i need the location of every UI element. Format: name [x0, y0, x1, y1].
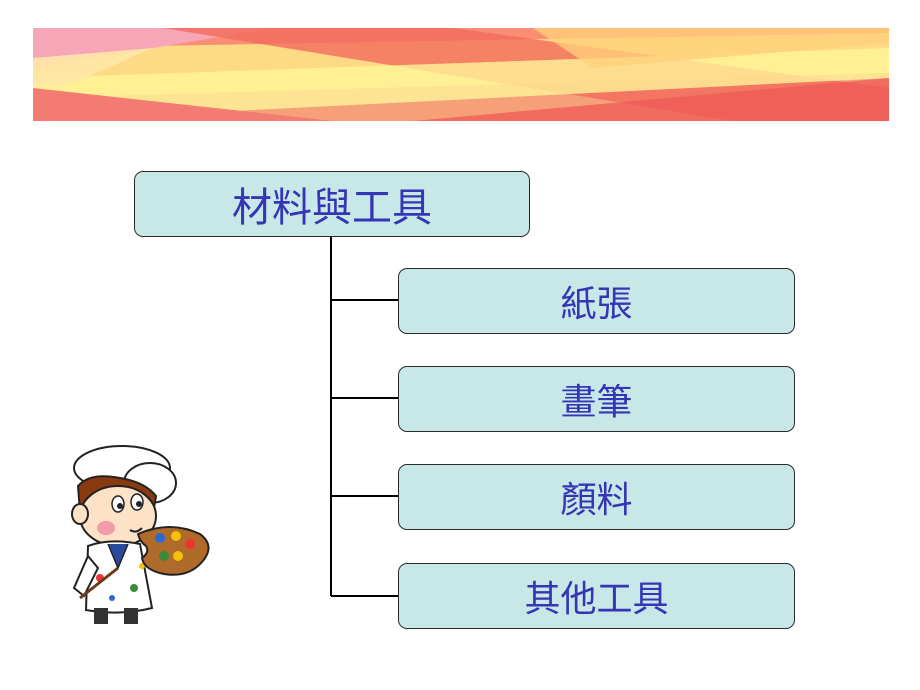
- child-node-label: 畫筆: [560, 382, 633, 423]
- child-node-label: 顏料: [560, 480, 633, 521]
- child-node-paper: 紙張: [398, 268, 795, 334]
- child-node-other-tools: 其他工具: [398, 563, 795, 629]
- child-node-paint: 顏料: [398, 464, 795, 530]
- child-node-label: 其他工具: [524, 579, 669, 620]
- child-node-label: 紙張: [560, 284, 633, 325]
- child-node-brush: 畫筆: [398, 366, 795, 432]
- root-node: 材料與工具: [134, 171, 530, 237]
- decorative-banner: [33, 28, 889, 121]
- root-node-label: 材料與工具: [232, 185, 432, 231]
- painter-clipart: [60, 438, 220, 628]
